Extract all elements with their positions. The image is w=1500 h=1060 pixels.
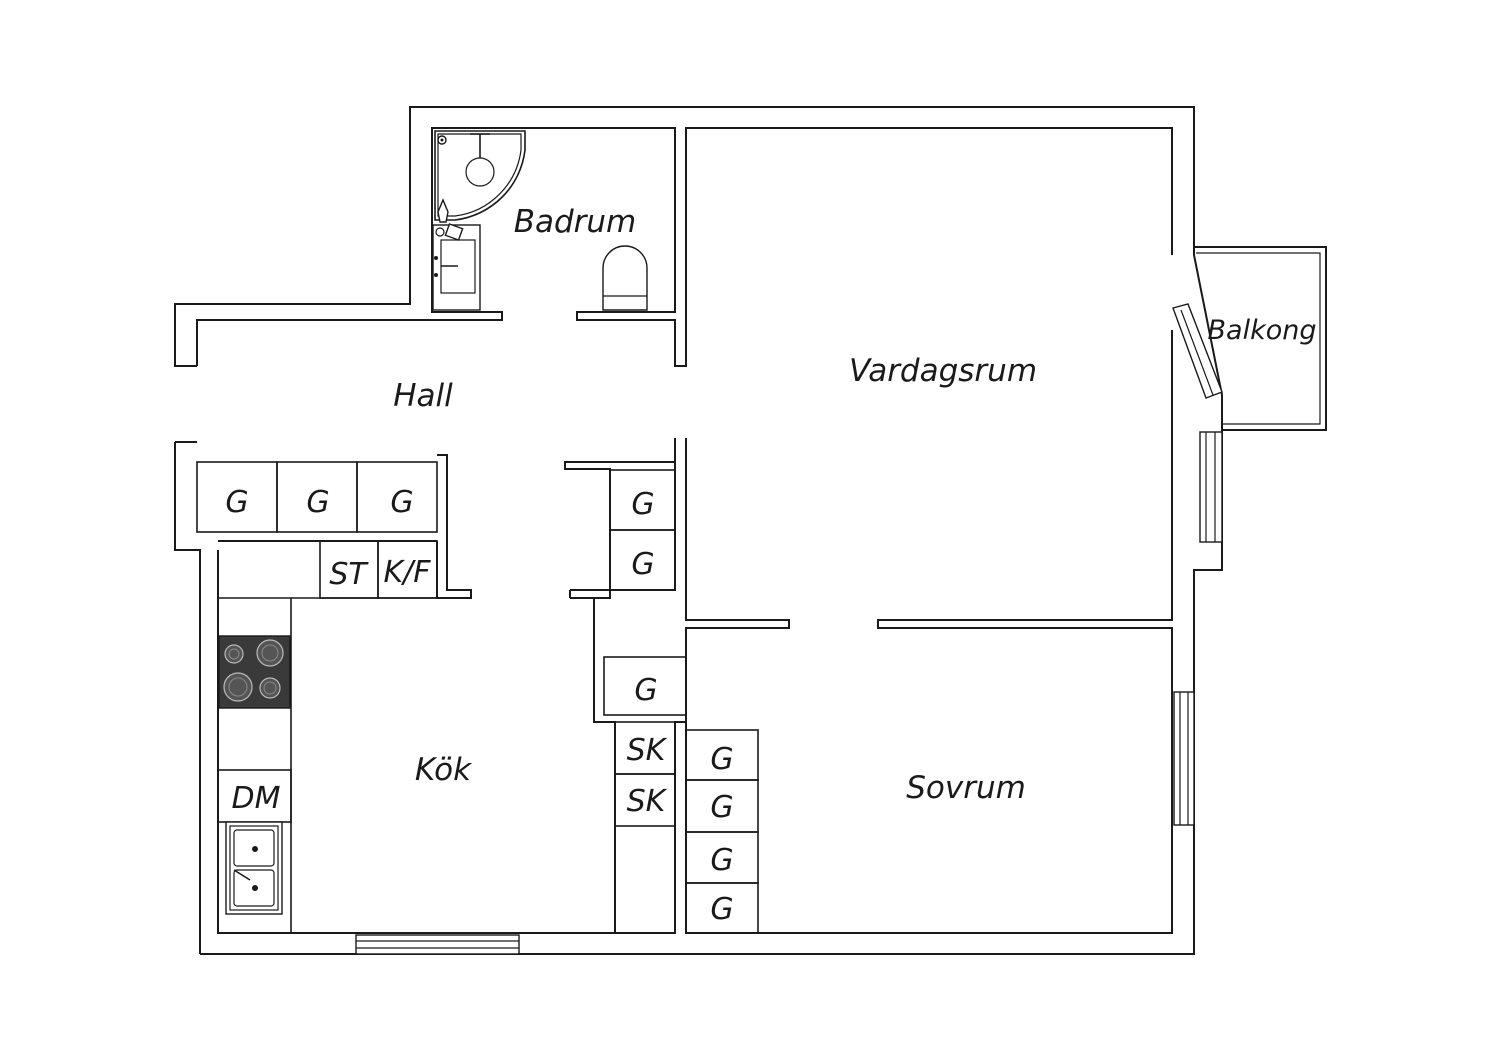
room-label-vardagsrum: Vardagsrum — [849, 353, 1037, 389]
outer-walls — [174, 106, 1223, 955]
bedroom-wardrobe-label-1: G — [710, 742, 733, 777]
windows — [355, 431, 1223, 955]
kitchen-counters — [217, 540, 676, 933]
stove-icon — [218, 635, 291, 709]
kitchen-cupboard-label-1: SK — [627, 733, 668, 768]
corridor-wardrobe-label: G — [634, 673, 657, 708]
bedroom-wardrobe-label-3: G — [710, 843, 733, 878]
sink-icon — [225, 821, 283, 915]
bedroom-wardrobes — [685, 729, 759, 934]
room-label-hall: Hall — [393, 378, 453, 414]
bedroom-wardrobe-label-2: G — [710, 790, 733, 825]
hall-wardrobes — [196, 461, 687, 716]
room-label-balkong: Balkong — [1208, 315, 1317, 346]
interior-walls — [436, 330, 1173, 934]
stove-cabinet-label: ST — [329, 557, 369, 592]
hall-wardrobe-label-2: G — [306, 485, 329, 520]
hall-wardrobe-label-3: G — [390, 485, 413, 520]
balcony — [1172, 246, 1327, 431]
toilet-icon — [602, 245, 648, 311]
dishwasher-label: DM — [232, 781, 281, 816]
bedroom-wardrobe-label-4: G — [710, 892, 733, 927]
washbasin-icon — [432, 198, 481, 311]
shower-icon — [434, 130, 526, 221]
room-label-kok: Kök — [415, 752, 472, 788]
kitchen-cupboard-label-2: SK — [627, 784, 668, 819]
room-label-sovrum: Sovrum — [906, 770, 1026, 806]
hall-wardrobe-label-4: G — [631, 487, 654, 522]
hall-wardrobe-label-5: G — [631, 547, 654, 582]
hall-wardrobe-label-1: G — [225, 485, 248, 520]
room-label-badrum: Badrum — [514, 204, 637, 240]
fridge-freezer-label: K/F — [383, 555, 431, 590]
